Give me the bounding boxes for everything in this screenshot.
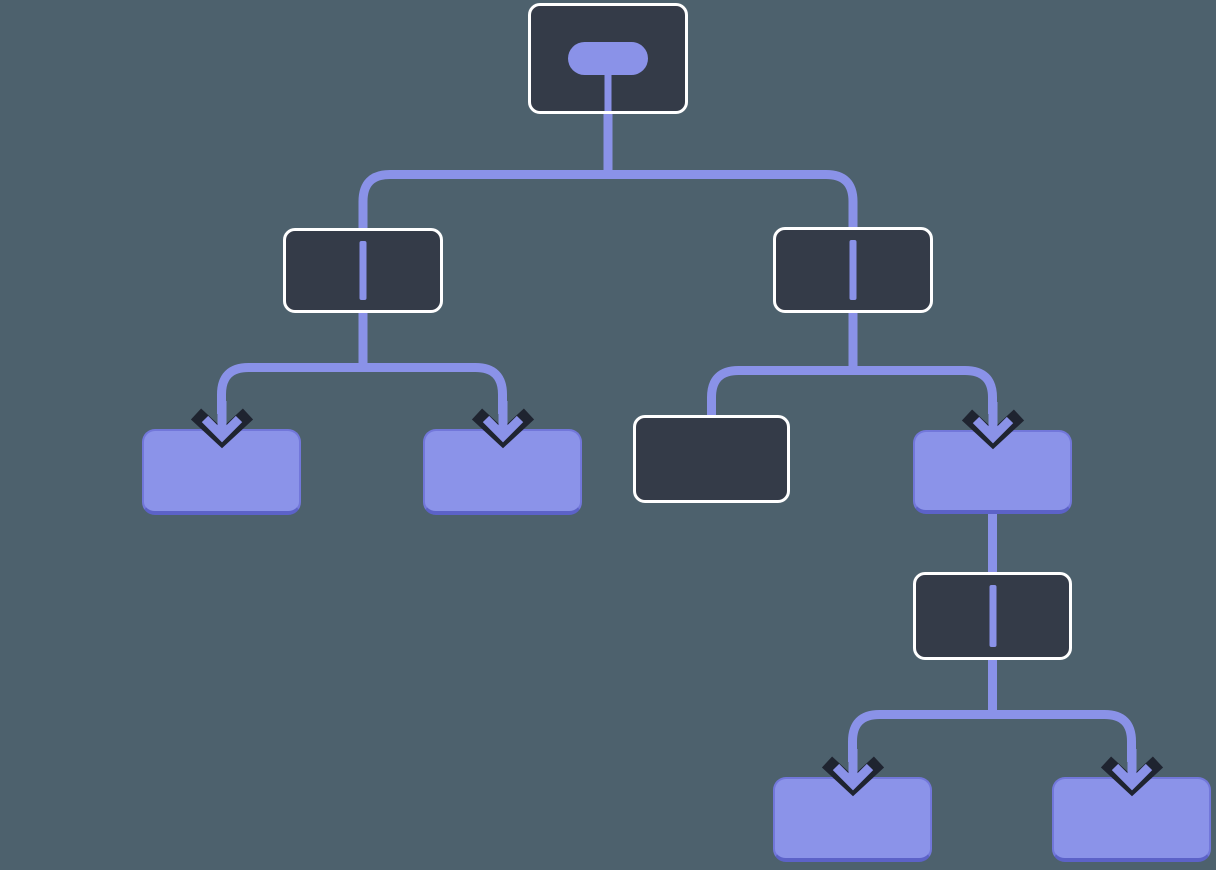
pass-through-line-icon — [989, 585, 996, 647]
chevron-down-icon — [821, 749, 884, 797]
chevron-down-icon — [190, 401, 253, 449]
chevron-down-icon — [961, 402, 1024, 450]
node-branch-lower[interactable] — [913, 572, 1072, 660]
chevron-down-icon — [1100, 749, 1163, 797]
connector-bar-left — [217, 363, 507, 414]
chevron-down-icon — [471, 401, 534, 449]
node-branch-left[interactable] — [283, 228, 443, 313]
node-branch-right[interactable] — [773, 227, 933, 313]
connector-bar-bottom — [848, 710, 1136, 762]
pill-icon — [568, 42, 648, 75]
connector-bar-right — [707, 366, 997, 416]
node-dark-leaf[interactable] — [633, 415, 790, 503]
pass-through-line-icon — [849, 240, 857, 300]
node-root[interactable] — [528, 3, 688, 114]
pill-stem-icon — [604, 74, 612, 111]
pass-through-line-icon — [359, 241, 367, 300]
connector-bar-top — [358, 170, 858, 229]
